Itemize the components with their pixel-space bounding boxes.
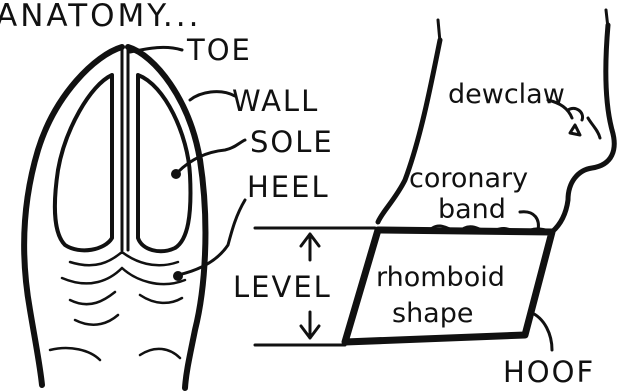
label-coronary-line2: band (438, 194, 506, 225)
label-hoof: HOOF (503, 355, 595, 389)
label-heel: HEEL (247, 170, 330, 204)
label-sole: SOLE (250, 125, 334, 159)
hoof-wall-outline (24, 47, 205, 388)
leg-front-outline (378, 40, 440, 222)
sole-view-drawing (24, 47, 245, 388)
coronary-leader (520, 212, 538, 230)
label-wall: WALL (232, 84, 319, 118)
label-dewclaw: dewclaw (448, 79, 565, 110)
toe-gap (122, 48, 128, 250)
heel-pointer-dot (173, 271, 183, 281)
down-arrow-icon (301, 312, 319, 338)
wall-leader (190, 92, 235, 100)
diagram-title: ANATOMY... (0, 0, 202, 34)
up-arrow-icon (301, 234, 319, 260)
label-rhomboid-line2: shape (392, 298, 473, 329)
label-toe: TOE (186, 33, 252, 67)
label-level: LEVEL (233, 270, 332, 304)
hoof-leader (530, 312, 552, 350)
heel-bulb-lines (50, 252, 185, 360)
dewclaw-mark (568, 108, 600, 138)
label-coronary-line1: coronary (409, 163, 528, 194)
leg-back-outline (552, 25, 614, 232)
label-rhomboid-line1: rhomboid (376, 262, 505, 293)
sole-pointer-dot (171, 169, 181, 179)
